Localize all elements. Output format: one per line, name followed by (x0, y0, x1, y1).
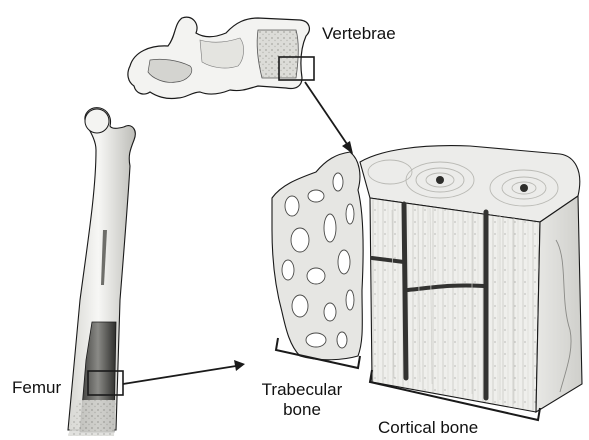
label-cortical-bone: Cortical bone (378, 418, 478, 438)
haversian-canal-1 (436, 176, 444, 184)
femur-illustration (68, 108, 135, 436)
label-femur: Femur (12, 378, 61, 398)
label-trabecular-line2: bone (258, 400, 346, 420)
cortical-bone-block (360, 146, 582, 412)
cortical-front-face (370, 198, 540, 412)
vertebra-process (200, 38, 244, 68)
label-vertebrae: Vertebrae (322, 24, 396, 44)
trabecular-bone-block (272, 152, 363, 360)
vertebra-arrow (305, 82, 353, 154)
vertebra-illustration (128, 17, 314, 98)
haversian-canal-2 (520, 184, 528, 192)
label-trabecular-line1: Trabecular (258, 380, 346, 400)
femur-head (85, 109, 109, 133)
label-trabecular-bone: Trabecular bone (258, 380, 346, 420)
vertebra-cut-face (257, 30, 298, 78)
femur-arrow (123, 360, 245, 384)
cortical-side-face (536, 196, 582, 412)
